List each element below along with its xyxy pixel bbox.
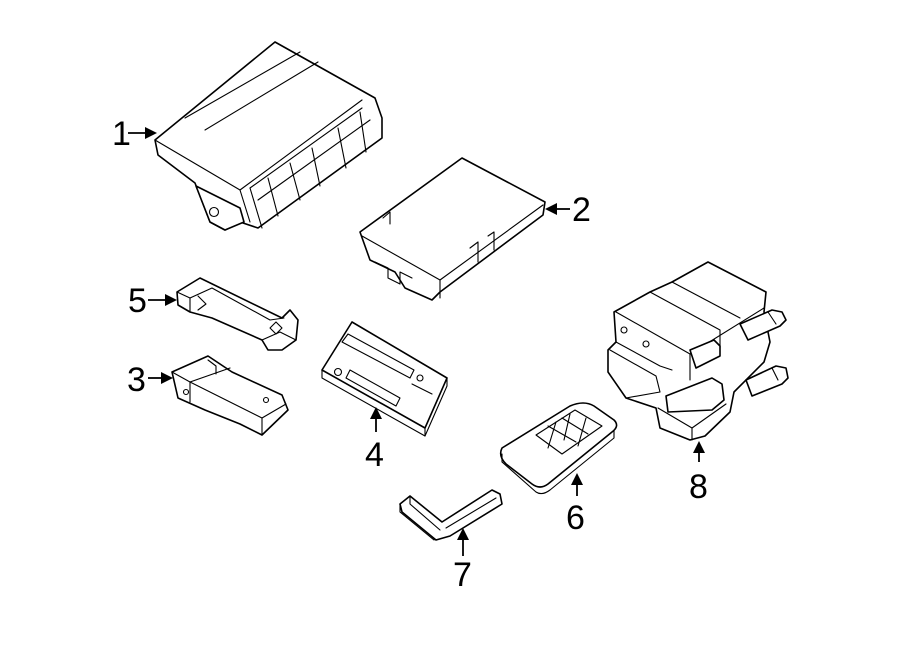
callout-5: 5 xyxy=(128,282,177,320)
callout-2: 2 xyxy=(545,191,591,229)
callout-label-2: 2 xyxy=(572,191,591,229)
part-8-actuator xyxy=(607,261,789,441)
callout-label-6: 6 xyxy=(566,499,585,537)
callout-1: 1 xyxy=(112,115,157,153)
part-1-control-module xyxy=(154,41,383,231)
callout-label-3: 3 xyxy=(127,361,146,399)
part-5-bracket xyxy=(176,277,299,351)
callout-label-1: 1 xyxy=(112,115,131,153)
callout-6: 6 xyxy=(566,473,585,537)
callout-label-5: 5 xyxy=(128,282,147,320)
part-3-bracket xyxy=(171,355,289,436)
callout-label-8: 8 xyxy=(689,468,708,506)
callout-label-7: 7 xyxy=(453,556,472,594)
callout-3: 3 xyxy=(127,361,173,399)
callout-7: 7 xyxy=(453,528,472,594)
part-2-module xyxy=(359,157,546,301)
part-7-key-blade xyxy=(399,489,503,541)
part-6-key-fob xyxy=(499,402,618,495)
callout-8: 8 xyxy=(689,441,708,506)
callout-4: 4 xyxy=(365,407,384,474)
part-4-card-module xyxy=(321,321,448,437)
callout-label-4: 4 xyxy=(365,436,384,474)
